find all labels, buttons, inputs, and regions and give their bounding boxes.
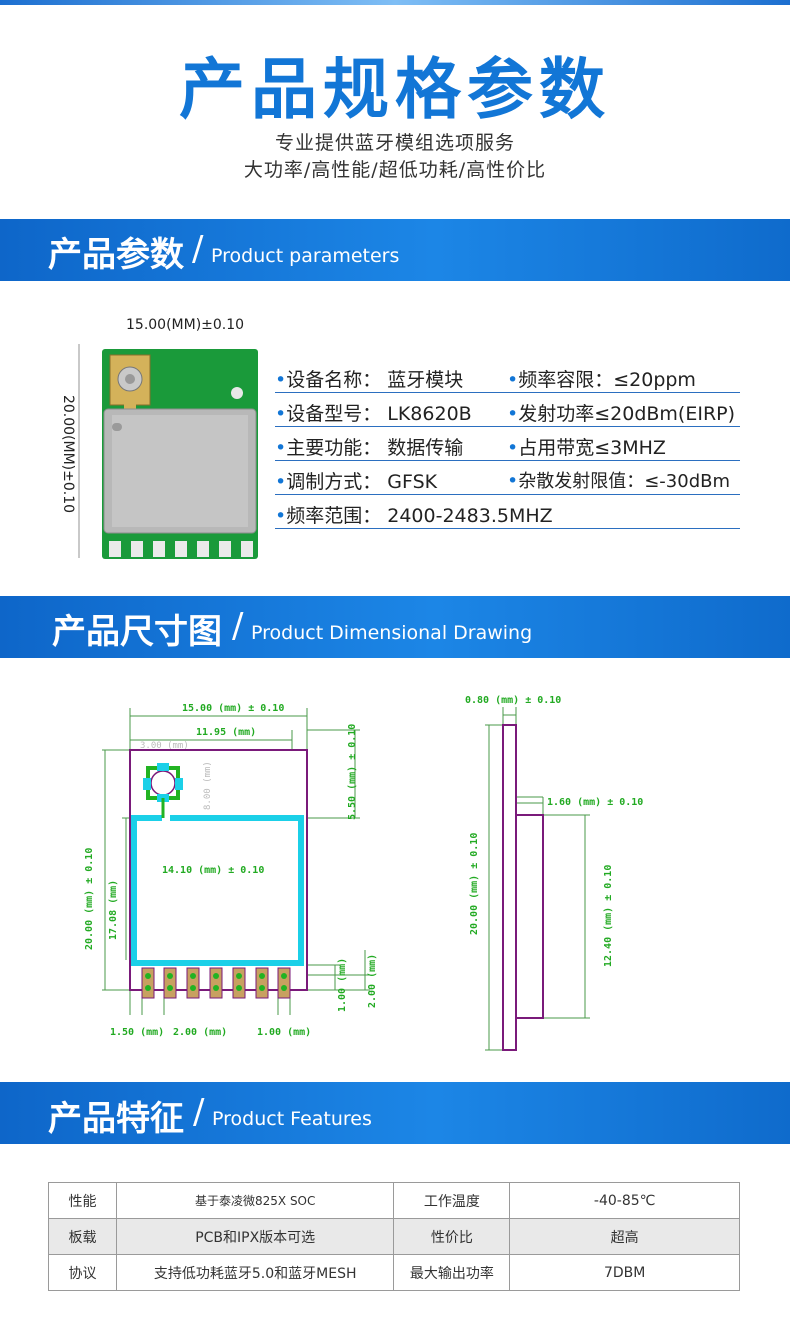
- param-right: •频率容限：≤20ppm: [507, 369, 696, 391]
- param-row-2: •设备型号： LK8620B •发射功率≤20dBm(EIRP): [275, 394, 740, 427]
- table-cell: PCB和IPX版本可选: [115, 1218, 395, 1255]
- subtitle-line-1: 专业提供蓝牙模组选项服务: [274, 132, 515, 154]
- table-row: 协议 支持低功耗蓝牙5.0和蓝牙MESH 最大输出功率 7DBM: [48, 1254, 740, 1291]
- dim-height-inner: 17.08 (mm): [108, 880, 119, 940]
- dim-pad-2: 2.00 (mm): [367, 954, 378, 1008]
- side-view-drawing: 0.80 (mm) ± 0.10 1.60 (mm) ± 0.10 20.00 …: [465, 695, 643, 1051]
- table-cell: 性价比: [393, 1218, 511, 1255]
- section-slash: /: [193, 1092, 205, 1132]
- param-right: •占用带宽≤3MHZ: [507, 437, 666, 459]
- table-cell: 超高: [509, 1218, 740, 1255]
- dim-height-total: 20.00 (mm) ± 0.10: [84, 848, 95, 950]
- features-table: 性能 基于泰凌微825X SOC 工作温度 -40-85℃ 板载 PCB和IPX…: [48, 1182, 740, 1291]
- section-title-en: Product Dimensional Drawing: [251, 622, 533, 644]
- dim-side-shield-height: 12.40 (mm) ± 0.10: [603, 865, 614, 967]
- table-cell: -40-85℃: [509, 1182, 740, 1219]
- param-row-3: •主要功能： 数据传输 •占用带宽≤3MHZ: [275, 428, 740, 461]
- dim-side-shield: 1.60 (mm) ± 0.10: [547, 797, 643, 808]
- section-slash: /: [232, 606, 244, 646]
- param-left: •主要功能： 数据传输: [275, 437, 464, 459]
- dim-width-total: 15.00 (mm) ± 0.10: [182, 703, 284, 714]
- section-header-features: 产品特征 / Product Features: [0, 1082, 790, 1144]
- dim-side-thickness: 0.80 (mm) ± 0.10: [465, 695, 561, 706]
- section-header-drawing: 产品尺寸图 / Product Dimensional Drawing: [0, 596, 790, 658]
- dim-side-height: 20.00 (mm) ± 0.10: [469, 833, 480, 935]
- param-left: •频率范围： 2400-2483.5MHZ: [275, 505, 553, 527]
- param-row-5: •频率范围： 2400-2483.5MHZ: [275, 496, 740, 529]
- module-width-label: 15.00(MM)±0.10: [126, 317, 245, 333]
- param-right: •发射功率≤20dBm(EIRP): [507, 403, 736, 425]
- table-cell: 支持低功耗蓝牙5.0和蓝牙MESH: [115, 1254, 395, 1291]
- dim-antenna-width: 3.00 (mm): [140, 741, 189, 751]
- dim-pin-edge: 1.50 (mm): [110, 1027, 164, 1038]
- table-row: 性能 基于泰凌微825X SOC 工作温度 -40-85℃: [48, 1182, 740, 1219]
- dim-pad-1: 1.00 (mm): [337, 958, 348, 1012]
- top-accent-line: [0, 0, 790, 5]
- dim-top-gap: 5.50 (mm) ± 0.10: [347, 724, 358, 820]
- front-view-drawing: 15.00 (mm) ± 0.10 11.95 (mm) 14.10 (mm) …: [84, 703, 378, 1038]
- section-title-cn: 产品特征: [48, 1099, 184, 1139]
- section-title-en: Product parameters: [211, 245, 400, 267]
- section-title-en: Product Features: [212, 1108, 372, 1130]
- param-left: •调制方式： GFSK: [275, 471, 438, 493]
- module-height-label: 20.00(MM)±0.10: [60, 394, 76, 514]
- module-height-ruler: [78, 344, 80, 558]
- section-title-cn: 产品参数: [48, 235, 184, 275]
- section-slash: /: [192, 229, 204, 269]
- param-right: •杂散发射限值：≤-30dBm: [507, 470, 731, 492]
- table-cell: 协议: [48, 1254, 117, 1291]
- subtitle-line-2: 大功率/高性能/超低功耗/高性价比: [243, 159, 547, 181]
- param-left: •设备名称： 蓝牙模块: [275, 369, 464, 391]
- table-cell: 性能: [48, 1182, 117, 1219]
- table-cell: 7DBM: [509, 1254, 740, 1291]
- param-left: •设备型号： LK8620B: [275, 403, 472, 425]
- section-header-params: 产品参数 / Product parameters: [0, 219, 790, 281]
- table-cell: 工作温度: [393, 1182, 511, 1219]
- dim-pin-pitch: 2.00 (mm): [173, 1027, 227, 1038]
- table-cell: 最大输出功率: [393, 1254, 511, 1291]
- page-title: 产品规格参数: [179, 51, 611, 128]
- section-title-cn: 产品尺寸图: [52, 612, 222, 652]
- table-cell: 基于泰凌微825X SOC: [115, 1182, 395, 1219]
- param-row-1: •设备名称： 蓝牙模块 •频率容限：≤20ppm: [275, 360, 740, 393]
- dim-shield-width: 14.10 (mm) ± 0.10: [162, 865, 264, 876]
- dim-width-inner: 11.95 (mm): [196, 727, 256, 738]
- param-row-4: •调制方式： GFSK •杂散发射限值：≤-30dBm: [275, 462, 740, 495]
- dim-pin-width: 1.00 (mm): [257, 1027, 311, 1038]
- table-cell: 板载: [48, 1218, 117, 1255]
- dim-antenna-height: 8.00 (mm): [203, 761, 213, 810]
- module-photo: [102, 349, 258, 559]
- table-row: 板载 PCB和IPX版本可选 性价比 超高: [48, 1218, 740, 1255]
